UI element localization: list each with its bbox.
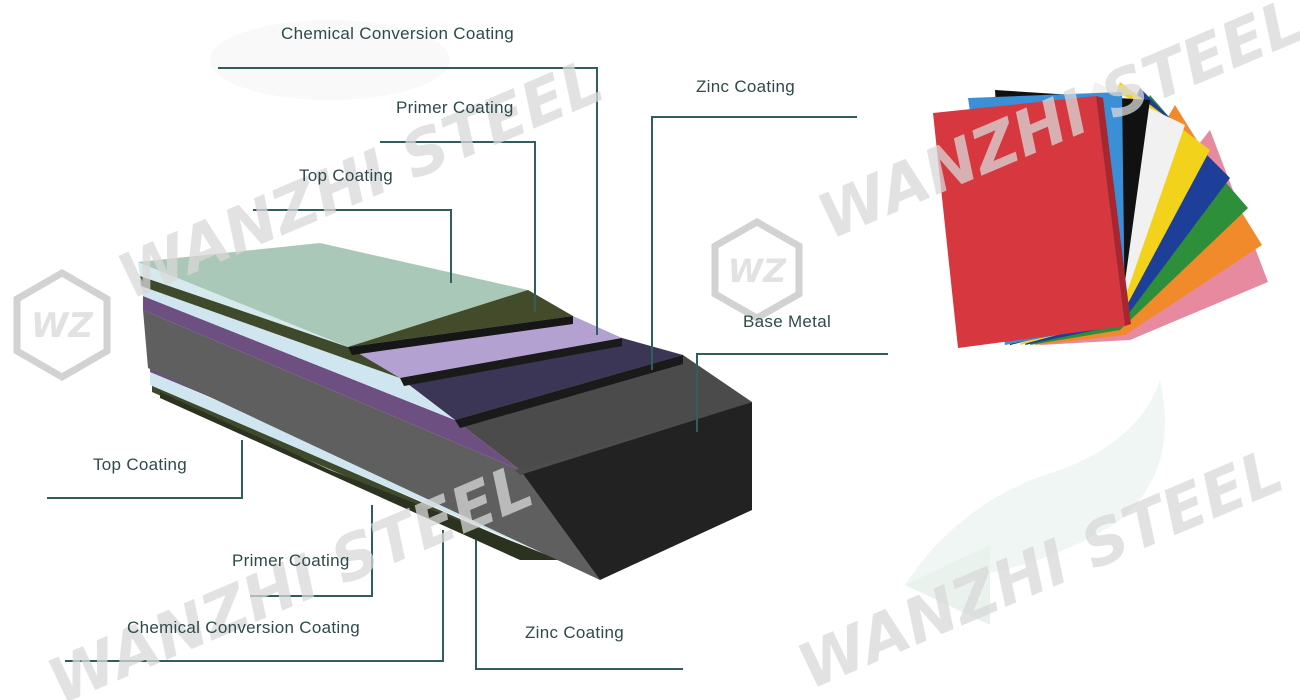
leader-zinc-bottom bbox=[475, 540, 683, 670]
base-metal-side bbox=[143, 310, 600, 580]
leader-chemical-top bbox=[218, 67, 598, 335]
label-zinc-coating-top: Zinc Coating bbox=[696, 77, 796, 96]
color-sample-fan bbox=[933, 82, 1268, 348]
decorative-arrow bbox=[905, 380, 1165, 625]
sample-sheet-red bbox=[933, 96, 1125, 348]
leader-top-bottom bbox=[47, 440, 243, 499]
label-primer-coating-bottom: Primer Coating bbox=[232, 551, 350, 570]
leader-chemical-bottom bbox=[65, 530, 444, 662]
primer-front-edge bbox=[348, 316, 573, 355]
chemical-front-edge bbox=[400, 338, 622, 386]
watermark-text-3: WANZHI STEEL bbox=[787, 434, 1293, 700]
zinc-side bbox=[143, 296, 520, 470]
label-chemical-conversion-top: Chemical Conversion Coating bbox=[281, 24, 514, 43]
base-metal-top-face bbox=[455, 355, 752, 470]
leader-lines bbox=[47, 67, 888, 670]
leader-top-top bbox=[253, 209, 452, 283]
label-base-metal: Base Metal bbox=[743, 312, 832, 331]
watermark-logo-right: WZ bbox=[711, 217, 803, 323]
zinc-front-edge bbox=[455, 355, 683, 428]
top-coating-top-face bbox=[138, 243, 528, 347]
label-zinc-coating-bottom: Zinc Coating bbox=[525, 623, 625, 642]
chemical-side bbox=[141, 286, 455, 420]
leader-base-top bbox=[696, 353, 888, 432]
watermark-text-4: WANZHI STEEL bbox=[37, 449, 543, 700]
label-primer-coating-top: Primer Coating bbox=[396, 98, 514, 117]
leader-primer-bottom bbox=[250, 505, 373, 597]
zinc-top-face bbox=[400, 338, 683, 420]
svg-text:WZ: WZ bbox=[728, 252, 787, 290]
svg-text:WZ: WZ bbox=[31, 306, 95, 346]
decorative-smudge bbox=[210, 20, 450, 100]
leader-zinc-top bbox=[651, 116, 857, 370]
watermark-logo-left: WZ bbox=[13, 268, 111, 382]
bottom-primer-layer bbox=[150, 372, 530, 548]
label-chemical-conversion-bottom: Chemical Conversion Coating bbox=[127, 618, 360, 637]
label-top-coating-bottom: Top Coating bbox=[93, 455, 188, 474]
steel-layer-stack bbox=[138, 243, 752, 580]
chemical-top-face bbox=[348, 316, 622, 378]
sample-sheet-red-shade bbox=[1096, 96, 1131, 326]
leader-primer-top bbox=[380, 141, 536, 312]
base-metal-front bbox=[520, 402, 752, 580]
primer-side bbox=[140, 276, 400, 378]
label-top-coating-top: Top Coating bbox=[299, 166, 394, 185]
